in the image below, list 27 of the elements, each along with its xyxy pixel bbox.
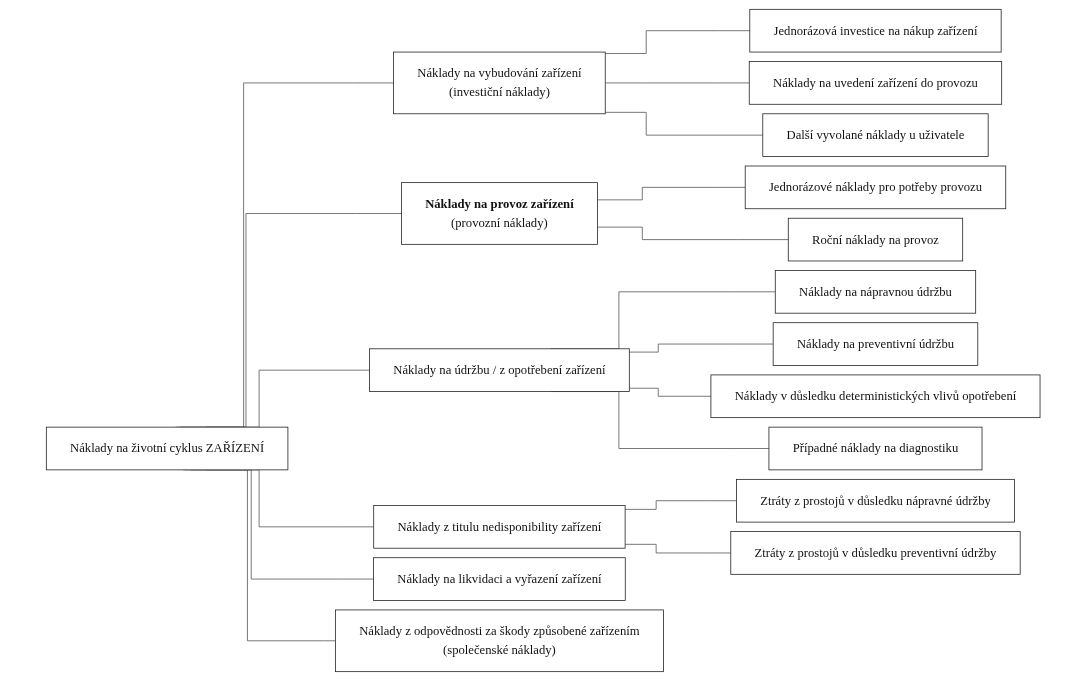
connector [605,29,751,54]
node-box: Ztráty z prostojů v důsledku nápravné údržby [736,478,1016,522]
node-box: Náklady z odpovědnosti za škody způsobené zařízením (společenské náklady) [335,609,665,672]
node-box: Roční náklady na provoz [788,217,964,261]
node-box: Náklady na životní cyklus ZAŘÍZENÍ [46,426,289,470]
node-box: Jednorázové náklady pro potřeby provozu [745,165,1007,209]
connector [625,543,732,553]
node-box: Náklady v důsledku deterministických vlivů opotřebení [710,374,1041,418]
node-box: Případné náklady na diagnostiku [768,426,983,470]
node-box: Náklady na likvidaci a vyřazení zařízení [373,556,626,601]
node-box: Náklady na vybudování zařízení (investiční náklady) [393,51,606,114]
node-box: Náklady na uvedení zařízení do provozu [749,60,1003,105]
node-box: Náklady na nápravnou údržbu [775,269,977,314]
connector [625,499,738,510]
node-box: Náklady na údržbu / z opotřebení zařízení [369,347,631,392]
connector [597,226,789,240]
node-box: Náklady na preventivní údržbu [773,321,979,366]
node-box: Náklady z titulu nedisponibility zařízení [373,504,626,549]
connector [629,387,712,397]
connector [597,186,746,200]
connector [605,82,750,83]
node-box: Jednorázová investice na nákup zařízení [749,8,1002,52]
node-box: Ztráty z prostojů v důsledku preventivní údržby [730,530,1021,575]
node-box: Další vyvolané náklady u uživatele [762,112,989,157]
connector [629,343,774,352]
connector [605,111,764,136]
node-box: Náklady na provoz zařízení (provozní náklady) [401,181,599,245]
